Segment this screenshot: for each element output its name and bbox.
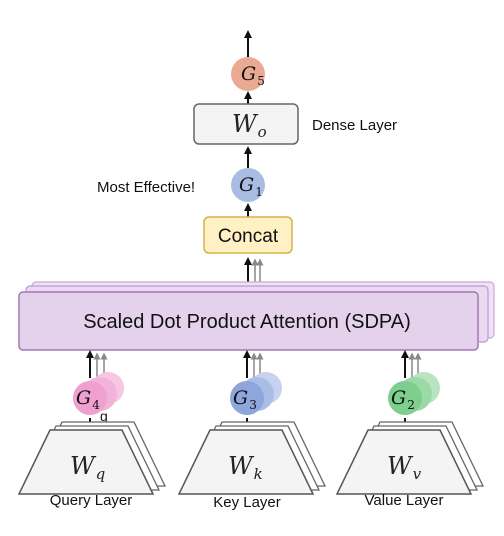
svg-text:Wo: Wo [232,110,267,141]
svg-text:G1: G1 [239,174,263,199]
g2-node: G2 [391,387,415,412]
svg-text:g: g [100,408,108,424]
concat-rect [203,216,293,254]
value-branch: G2 Wv Value Layer [335,350,485,509]
wq-trapezoid [17,429,155,495]
g4-circle [73,381,107,415]
g3-circle [230,381,264,415]
g4-node: G4 [76,387,100,412]
sdpa-box: Scaled Dot Product Attention (SDPA) [18,281,495,351]
g1-node: G1 [231,168,265,202]
wo-box: Wo [193,103,299,145]
g2-circle [388,381,422,415]
value-layer-label: Value Layer [365,492,444,509]
dense-layer-label: Dense Layer [312,117,397,134]
query-branch: G4 g Wq Query Layer [17,350,167,509]
g5-circle [231,57,265,91]
wv-trapezoid [335,429,473,495]
g5-node: G5 [231,57,265,91]
wq-label: Wq [70,452,105,483]
svg-text:G5: G5 [241,63,265,88]
query-layer-label: Query Layer [50,492,133,509]
svg-text:Concat: Concat [218,226,279,247]
wk-label: Wk [228,452,263,483]
key-layer-label: Key Layer [213,494,281,511]
wv-label: Wv [387,452,422,483]
g3-node: G3 [233,387,257,412]
g1-circle [231,168,265,202]
most-effective-label: Most Effective! [97,179,195,196]
concat-box: Concat [203,216,293,254]
sdpa-label: Scaled Dot Product Attention (SDPA) [83,311,411,333]
wo-rect [193,103,299,145]
key-branch: G3 Wk Key Layer [177,350,327,511]
wk-trapezoid [177,429,315,495]
